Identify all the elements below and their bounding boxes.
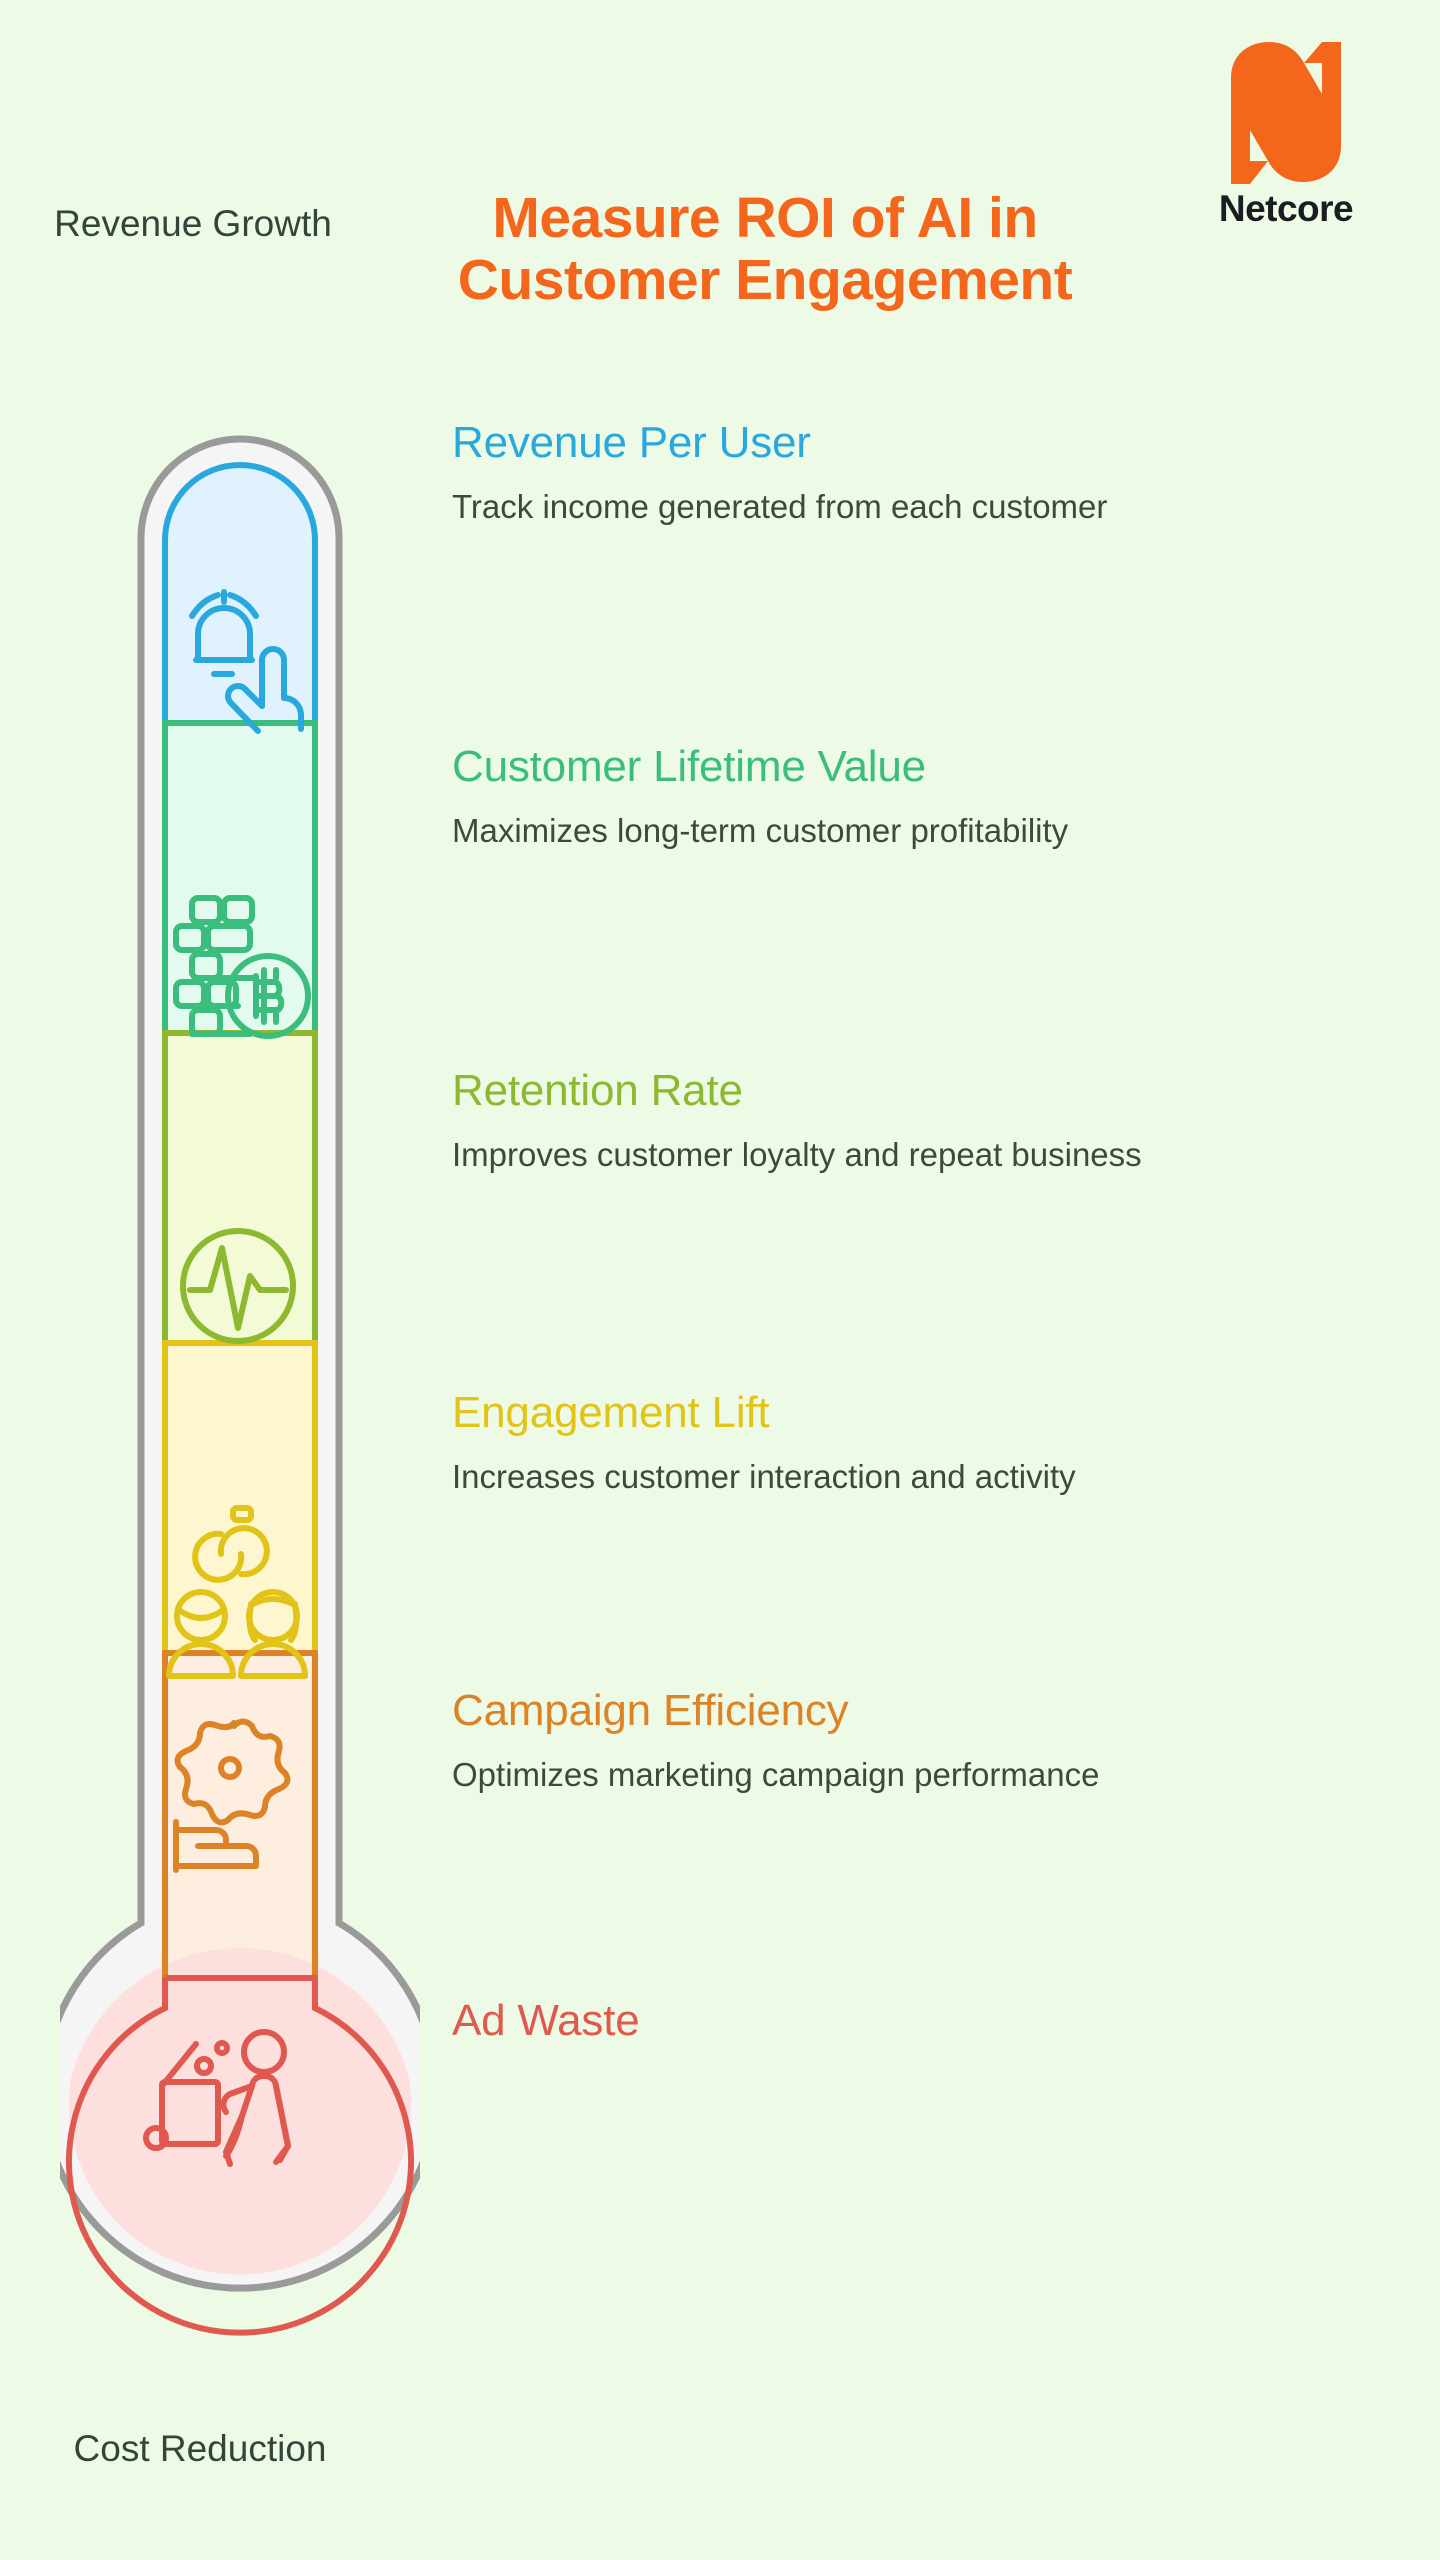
- segment-outline-0: [162, 462, 318, 723]
- metric-title: Revenue Per User: [452, 418, 811, 467]
- scale-top-label: Revenue Growth: [54, 203, 332, 244]
- metric-description: Maximizes long-term customer profitabili…: [452, 812, 1069, 850]
- metric-description: Track income generated from each custome…: [452, 488, 1108, 526]
- person-trash-bin-icon: [143, 2029, 291, 2167]
- metric-description: Increases customer interaction and activ…: [452, 1458, 1076, 1496]
- segment-outline-5: [66, 1975, 414, 2336]
- metric-title: Ad Waste: [452, 1996, 640, 2045]
- metric-description: Optimizes marketing campaign performance: [452, 1756, 1100, 1794]
- scale-bottom-label: Cost Reduction: [73, 2428, 327, 2469]
- metric-item-revenue-per-user: Revenue Per User Track income generated …: [452, 418, 1172, 527]
- coin-stack-bitcoin-icon: [173, 895, 311, 1039]
- metric-item-retention-rate: Retention Rate Improves customer loyalty…: [452, 1066, 1172, 1175]
- metric-description: Improves customer loyalty and repeat bus…: [452, 1136, 1142, 1174]
- metric-item-ad-waste: Ad Waste: [452, 1996, 1172, 2066]
- pulse-circle-icon: [180, 1228, 296, 1344]
- page-title: Measure ROI of AI in Customer Engagement: [457, 186, 1073, 312]
- bell-tap-icon: [189, 589, 304, 734]
- segment-fill-0: [160, 465, 320, 723]
- brand-wordmark: Netcore: [1218, 188, 1354, 229]
- segment-fill-1: [160, 723, 320, 1033]
- metric-title: Retention Rate: [452, 1066, 743, 1115]
- brand-logo: Netcore: [1196, 36, 1376, 227]
- metric-title: Engagement Lift: [452, 1388, 770, 1437]
- thermometer-gauge: [60, 348, 420, 2416]
- two-users-link-icon: [166, 1505, 308, 1679]
- metric-title: Campaign Efficiency: [452, 1686, 849, 1735]
- metric-item-engagement-lift: Engagement Lift Increases customer inter…: [452, 1388, 1172, 1497]
- metric-item-campaign-efficiency: Campaign Efficiency Optimizes marketing …: [452, 1686, 1172, 1795]
- netcore-n-logo-icon: [1231, 42, 1341, 184]
- metric-title: Customer Lifetime Value: [452, 742, 926, 791]
- metric-item-customer-lifetime-value: Customer Lifetime Value Maximizes long-t…: [452, 742, 1172, 851]
- gear-chart-icon: [173, 1718, 291, 1873]
